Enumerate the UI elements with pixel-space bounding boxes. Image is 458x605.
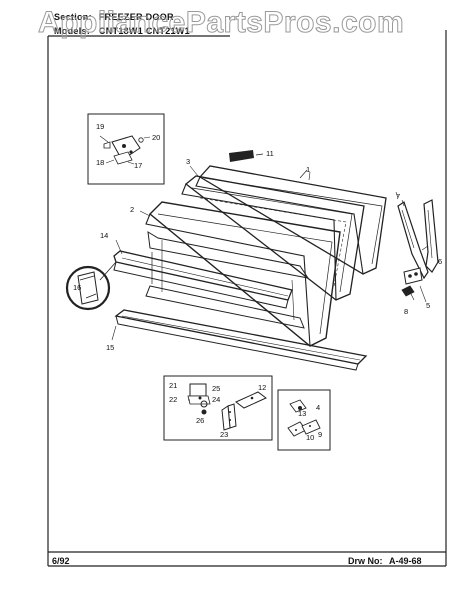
callout-12: 12 (258, 383, 266, 392)
drawing-label: Drw No: (348, 556, 383, 566)
section-value: FREEZER DOOR (98, 12, 174, 22)
watermark-text: AppliancePartsPros.com (37, 6, 405, 40)
callout-13: 13 (298, 409, 306, 418)
shelf-rail (114, 309, 368, 371)
callout-25: 25 (212, 384, 220, 393)
callout-5: 5 (426, 301, 430, 310)
hardware-detail-box (277, 389, 331, 451)
callout-22: 22 (169, 395, 177, 404)
callout-4: 4 (316, 403, 320, 412)
callout-11: 11 (266, 149, 274, 158)
callout-16: 16 (73, 283, 81, 292)
door-handle-assembly (395, 191, 439, 297)
callout-6: 6 (438, 257, 442, 266)
hinge-detail-box (87, 113, 165, 185)
models-value: CNT18W1 CNT21W1 (98, 26, 190, 36)
callout-7: 7 (396, 192, 400, 201)
footer-drawing-number: Drw No: A-49-68 (348, 556, 422, 566)
callout-9: 9 (318, 430, 322, 439)
callout-3: 3 (186, 157, 190, 166)
inner-door-liner (145, 201, 341, 347)
door-shelf-bar (113, 250, 293, 309)
callout-24: 24 (212, 395, 220, 404)
callout-23: 23 (220, 430, 228, 439)
lower-hinge-detail-box (163, 375, 273, 441)
callout-14: 14 (100, 231, 108, 240)
callout-19: 19 (96, 122, 104, 131)
footer-date: 6/92 (52, 556, 70, 566)
outer-door-panel (195, 165, 387, 275)
shelf-end-cap-detail (65, 261, 117, 311)
callout-10: 10 (306, 433, 314, 442)
callout-26: 26 (196, 416, 204, 425)
callout-17: 17 (134, 161, 142, 170)
models-label: Models: (54, 26, 91, 36)
callout-8: 8 (404, 307, 408, 316)
door-gasket-frame (181, 175, 365, 301)
page-border (47, 30, 447, 567)
callout-18: 18 (96, 158, 104, 167)
callout-leader-lines (111, 165, 429, 341)
models-header: Models: CNT18W1 CNT21W1 (54, 26, 190, 36)
drawing-number: A-49-68 (389, 556, 422, 566)
callout-1: 1 (306, 165, 310, 174)
nameplate-part (229, 150, 264, 162)
callout-20: 20 (152, 133, 160, 142)
callout-2: 2 (130, 205, 134, 214)
callout-15: 15 (106, 343, 114, 352)
callout-21: 21 (169, 381, 177, 390)
section-label: Section: (54, 12, 92, 22)
section-header: Section: FREEZER DOOR (54, 12, 174, 22)
